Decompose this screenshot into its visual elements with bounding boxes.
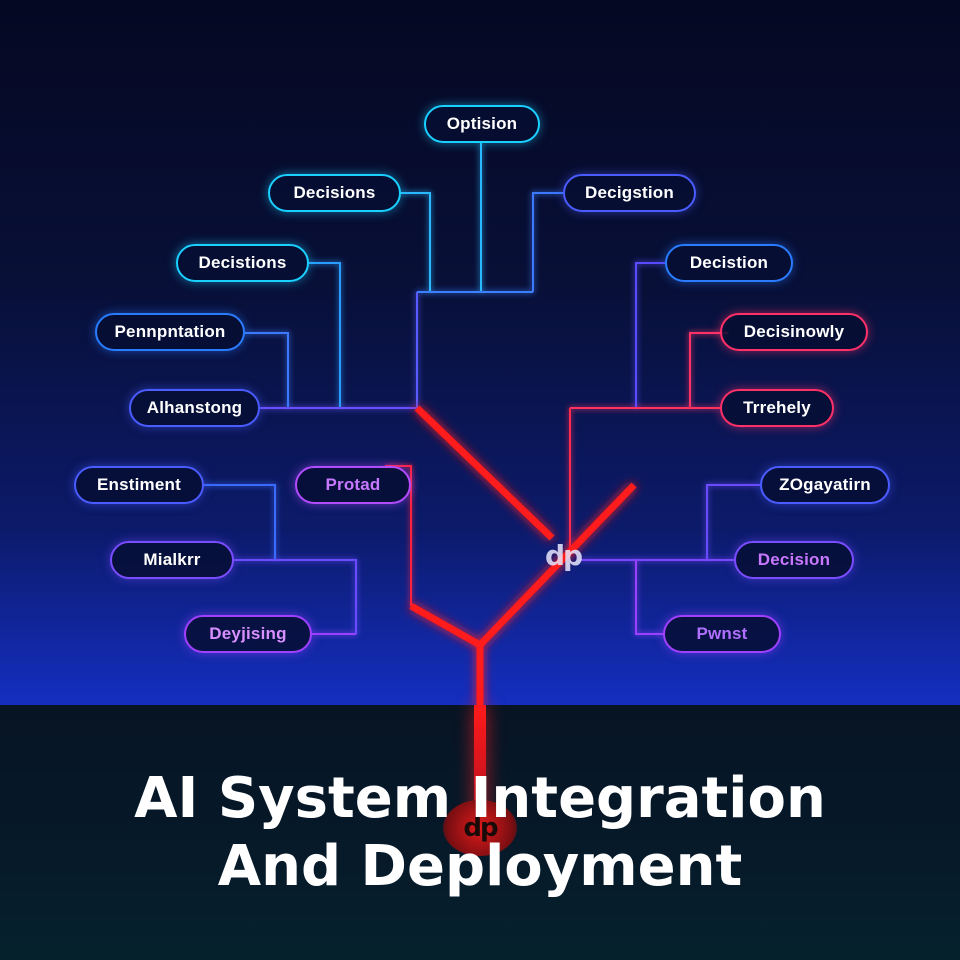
node-lower-left-1[interactable]: Enstiment [74, 466, 204, 504]
wire-right-2 [689, 332, 728, 408]
title-line-2: And Deployment [217, 834, 743, 899]
node-upper-right[interactable]: Decigstion [563, 174, 696, 212]
title-line-1: AI System Integration [134, 766, 826, 831]
trunk-right-diagonal [477, 482, 637, 648]
node-left-1[interactable]: Decistions [176, 244, 309, 282]
wire-upper-right [532, 192, 563, 292]
node-lower-left-3[interactable]: Deyjising [184, 615, 312, 653]
node-lower-right-2[interactable]: Decision [734, 541, 854, 579]
node-upper-left[interactable]: Decisions [268, 174, 401, 212]
node-right-2[interactable]: Decisinowly [720, 313, 868, 351]
node-top[interactable]: Optision [424, 105, 540, 143]
wire-lower-left-2 [233, 559, 357, 634]
node-lower-left-2[interactable]: Mialkrr [110, 541, 234, 579]
wire-left-2 [244, 332, 289, 408]
node-right-1[interactable]: Decistion [665, 244, 793, 282]
center-logo-icon: dp [544, 538, 583, 572]
node-left-3[interactable]: Alhanstong [129, 389, 260, 427]
node-left-2[interactable]: Pennpntation [95, 313, 245, 351]
band-logo-icon: dp [443, 800, 517, 856]
wire-lower-right-3 [635, 560, 663, 635]
node-right-3[interactable]: Trrehely [720, 389, 834, 427]
wire-upper-left [400, 192, 431, 292]
node-lower-mid[interactable]: Protad [295, 466, 411, 504]
trunk-left-fork [409, 602, 482, 649]
node-lower-right-3[interactable]: Pwnst [663, 615, 781, 653]
wire-right-1 [635, 262, 665, 408]
node-lower-right-1[interactable]: ZOgayatirn [760, 466, 890, 504]
wire-lower-left-1 [203, 484, 276, 560]
page-title: AI System Integration And Deployment [0, 765, 960, 901]
trunk-extension [474, 705, 486, 825]
trunk-left-diagonal [414, 405, 555, 541]
wire-left-1 [308, 262, 341, 408]
